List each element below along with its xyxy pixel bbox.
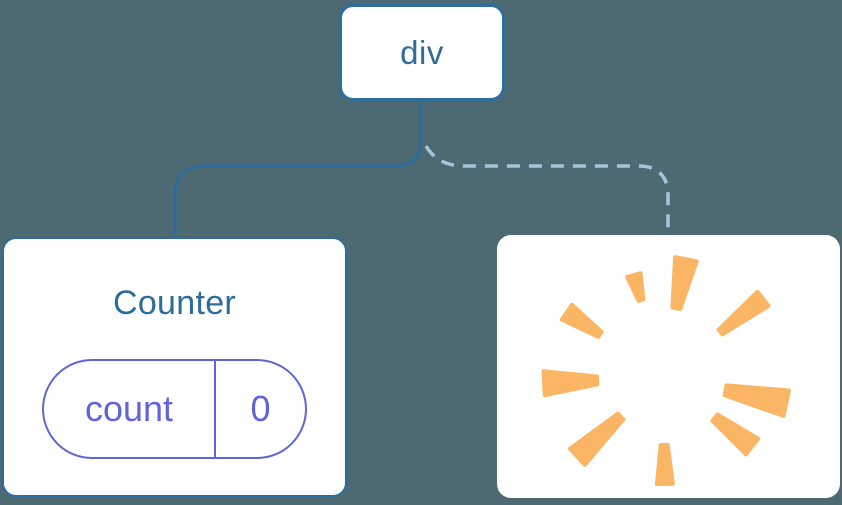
tree-node-div: div (339, 4, 505, 101)
connector-solid (173, 101, 423, 238)
poof-ray (716, 289, 771, 337)
state-pill: count 0 (42, 359, 307, 459)
connector-dashed (424, 145, 670, 236)
root-node-label: div (400, 33, 444, 71)
component-name-label: Counter (112, 284, 237, 322)
poof-ray (654, 442, 675, 487)
removed-component-card (497, 235, 840, 498)
poof-ray (559, 302, 604, 339)
counter-component-card: Counter count 0 (2, 237, 347, 497)
state-value-cell: 0 (250, 388, 271, 429)
poof-icon (541, 255, 791, 487)
poof-ray (722, 383, 791, 418)
poof-ray (710, 412, 761, 457)
poof-ray (541, 369, 600, 398)
poof-ray (670, 255, 699, 311)
state-key-cell: count (44, 361, 216, 457)
poof-ray (625, 271, 646, 303)
poof-ray (567, 411, 626, 467)
